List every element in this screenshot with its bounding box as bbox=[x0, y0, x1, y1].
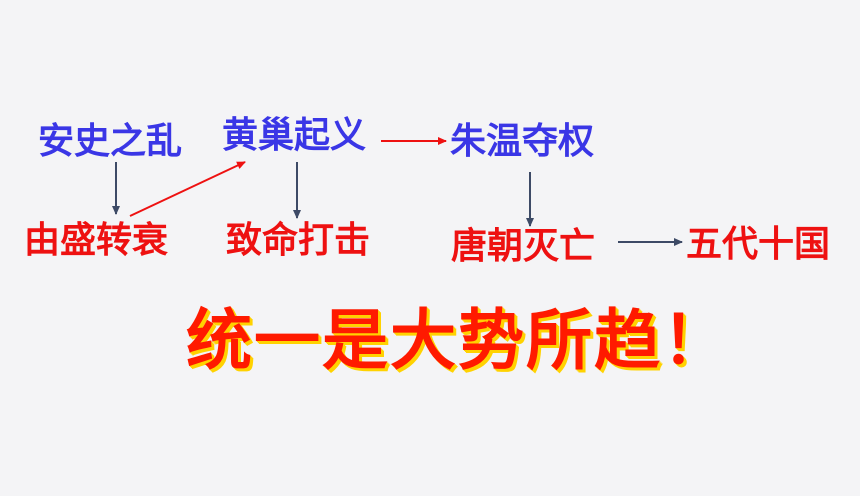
node-huangchao-uprising: 黄巢起义 bbox=[222, 115, 367, 156]
node-anshi-rebellion: 安史之乱 bbox=[38, 121, 183, 162]
node-prosperity-to-decline: 由盛转衰 bbox=[24, 220, 169, 261]
node-tang-dynasty-falls: 唐朝灭亡 bbox=[451, 226, 596, 267]
node-zhuwen-seizes-power: 朱温夺权 bbox=[450, 121, 595, 162]
node-fatal-blow: 致命打击 bbox=[226, 220, 371, 261]
arrow-decline-to-huangchao bbox=[129, 161, 246, 217]
slogan-title: 统一是大势所趋！ bbox=[186, 302, 730, 379]
node-five-dynasties-ten-kingdoms: 五代十国 bbox=[686, 224, 831, 265]
